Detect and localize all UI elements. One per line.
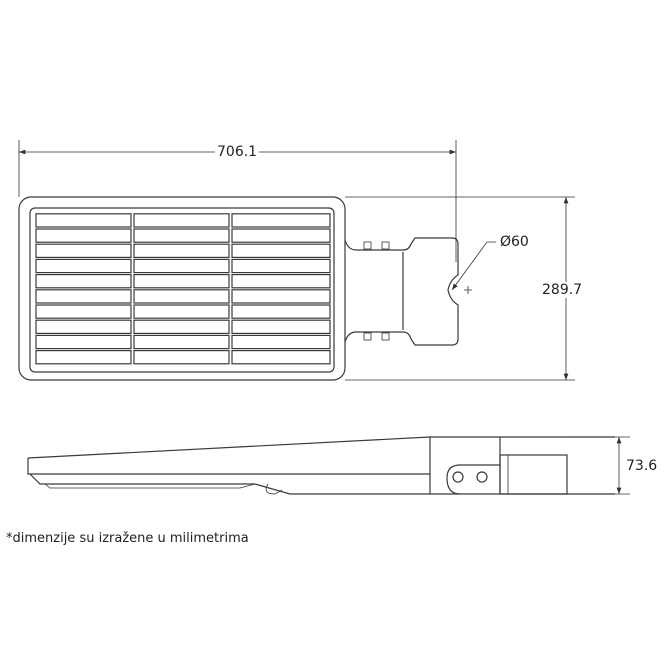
led-module — [231, 213, 331, 228]
led-module — [133, 319, 230, 335]
sensor-bump — [265, 483, 283, 495]
led-module — [133, 350, 230, 365]
led-module — [35, 304, 132, 319]
led-module — [231, 258, 331, 274]
bolt-icon — [363, 241, 372, 250]
led-module — [133, 213, 230, 228]
mounting-bracket — [344, 237, 459, 346]
led-module — [35, 213, 132, 228]
side-height-dimension-label: 73.6 — [624, 458, 660, 474]
bolt-icon — [363, 332, 372, 341]
units-footnote: *dimenzije su izražene u milimetrima — [6, 531, 249, 546]
led-module — [35, 350, 132, 365]
led-module — [231, 228, 331, 243]
led-module — [35, 258, 132, 274]
led-module — [35, 274, 132, 289]
led-panel-frame — [29, 207, 335, 373]
pole-adapter — [499, 454, 568, 495]
led-module — [133, 243, 230, 258]
led-module — [35, 289, 132, 304]
led-module — [231, 274, 331, 289]
led-module — [133, 334, 230, 350]
led-module — [133, 228, 230, 243]
body-upper-edge — [27, 458, 430, 475]
height-dimension-label: 289.7 — [540, 282, 585, 298]
body-lower-edge — [29, 473, 615, 495]
led-module — [133, 304, 230, 319]
led-lens-strip — [44, 483, 256, 489]
adjust-screw-icon — [452, 471, 464, 483]
center-mark-icon — [464, 286, 472, 294]
led-module — [231, 350, 331, 365]
led-module — [231, 289, 331, 304]
pole-diameter-label: Ø60 — [498, 234, 531, 250]
led-module — [133, 289, 230, 304]
led-module — [35, 319, 132, 335]
led-module — [133, 274, 230, 289]
led-module-grid — [35, 213, 331, 365]
diameter-leader-line — [451, 241, 496, 291]
bolt-icon — [381, 241, 390, 250]
led-module — [231, 334, 331, 350]
led-module — [35, 243, 132, 258]
led-module — [35, 334, 132, 350]
bolt-icon — [381, 332, 390, 341]
luminaire-body-outline — [18, 196, 346, 381]
led-module — [231, 243, 331, 258]
width-dimension-label: 706.1 — [215, 144, 260, 160]
led-module — [133, 258, 230, 274]
side-view — [27, 436, 630, 495]
led-module — [35, 228, 132, 243]
led-module — [231, 304, 331, 319]
top-view — [18, 140, 575, 381]
led-module — [231, 319, 331, 335]
tilt-arm — [446, 464, 500, 495]
fixing-screw-icon — [476, 471, 488, 483]
